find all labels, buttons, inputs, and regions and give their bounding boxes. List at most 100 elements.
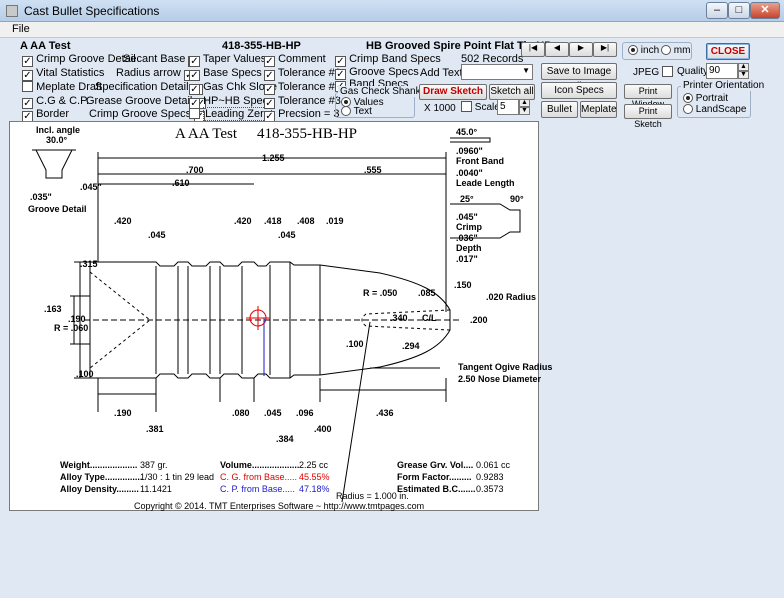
quality-label: Quality <box>677 66 709 77</box>
close-window-button[interactable]: ✕ <box>750 2 780 19</box>
first-record-button[interactable]: |◀ <box>521 42 545 57</box>
add-text-combo[interactable]: ▼ <box>461 64 533 80</box>
last-record-button[interactable]: ▶| <box>593 42 617 57</box>
icon-specs-button[interactable]: Icon Specs <box>541 82 617 99</box>
maximize-button[interactable]: □ <box>728 2 750 19</box>
d045a-label: .045" <box>80 182 102 192</box>
prev-record-button[interactable]: ◀ <box>545 42 569 57</box>
dim-340: .340 <box>390 313 408 323</box>
checkbox[interactable] <box>461 101 472 112</box>
radio-button[interactable] <box>661 45 671 55</box>
front-band-value: .0960" <box>456 146 483 156</box>
x1000-label: X 1000 <box>424 103 456 114</box>
checkbox[interactable]: ✓ <box>22 56 33 67</box>
checkbox[interactable] <box>661 66 673 77</box>
check-taper-values[interactable]: ✓ Taper Values <box>189 53 267 67</box>
checkbox[interactable]: ✓ <box>22 70 33 81</box>
dim-200: .200 <box>470 315 488 325</box>
close-button[interactable]: CLOSE <box>706 43 750 60</box>
radio-landscape[interactable]: LandScape <box>683 104 746 115</box>
check-meplate-draft[interactable]: Meplate Draft <box>22 81 102 93</box>
radio-button[interactable] <box>683 104 693 114</box>
check-tolerance-3[interactable]: ✓ Tolerance #3 <box>264 95 341 109</box>
radio-button[interactable] <box>341 106 351 116</box>
record-count: 502 Records <box>461 53 524 65</box>
checkbox[interactable]: ✓ <box>189 84 200 95</box>
quality-down-icon[interactable]: ▼ <box>738 71 749 79</box>
gas-check-shank-title: Gas Check Shank <box>338 86 423 97</box>
copyright-text: Copyright © 2014. TMT Enterprises Softwa… <box>134 501 425 511</box>
check-precision[interactable]: ✓ Precsion = 3 <box>264 108 340 122</box>
bullet-button[interactable]: Bullet <box>541 101 578 118</box>
radio-inch[interactable]: inch <box>628 45 659 56</box>
dim-1255: 1.255 <box>262 153 285 163</box>
radio-text[interactable]: Text <box>341 106 372 117</box>
check-tolerance-1[interactable]: ✓ Tolerance #1 <box>264 67 341 81</box>
form-factor-value: 0.9283 <box>476 472 504 482</box>
check-secant-base[interactable]: Secant Base ✓ <box>123 53 200 67</box>
check-crimp-groove-specs[interactable]: Crimp Groove Specs ✓ <box>89 108 206 122</box>
scale-input[interactable]: 5 <box>497 99 519 115</box>
draw-sketch-button[interactable]: Draw Sketch <box>419 84 487 100</box>
minimize-button[interactable]: – <box>706 2 728 19</box>
quality-input[interactable]: 90 <box>706 63 738 79</box>
check-crimp-band-specs[interactable]: ✓ Crimp Band Specs <box>335 53 441 67</box>
sketch-all-button[interactable]: Sketch all <box>489 84 535 100</box>
radio-portrait[interactable]: Portrait <box>683 93 728 104</box>
leade-value: .0040" <box>456 168 483 178</box>
print-window-button[interactable]: Print Window <box>624 84 672 109</box>
check-jpeg[interactable]: JPEG <box>633 66 673 78</box>
check-base-specs[interactable]: ✓ Base Specs <box>189 67 262 81</box>
menu-bar: File <box>0 22 784 38</box>
check-specification-detail[interactable]: Specification Detail ✓ <box>95 81 203 95</box>
grease-volume-value: 0.061 cc <box>476 460 511 470</box>
checkbox[interactable]: ✓ <box>189 70 200 81</box>
radio-mm[interactable]: mm <box>661 45 690 56</box>
sketch-title-mold: 418-355-HB-HP <box>257 126 357 142</box>
check-scale[interactable]: Scale <box>461 101 500 113</box>
cg-label: C. G. from Base..... <box>220 472 298 482</box>
cp-value: 47.18% <box>299 484 330 494</box>
radio-button[interactable] <box>628 45 638 55</box>
checkbox[interactable]: ✓ <box>264 70 275 81</box>
scale-up-icon[interactable]: ▲ <box>519 99 530 107</box>
volume-value: 2.25 cc <box>299 460 329 470</box>
radius-060: R = .060 <box>54 323 89 333</box>
checkbox[interactable] <box>189 108 200 119</box>
volume-label: Volume................... <box>220 460 300 470</box>
check-tolerance-2[interactable]: ✓ Tolerance #2 <box>264 81 341 95</box>
scale-down-icon[interactable]: ▼ <box>519 107 530 115</box>
check-crimp-groove-detail[interactable]: ✓ Crimp Groove Detail <box>22 53 136 67</box>
check-hp-hb-specs[interactable]: ✓ HP~HB Specs <box>189 95 274 109</box>
dim-045b: .045 <box>148 230 166 240</box>
check-border[interactable]: ✓ Border <box>22 108 70 122</box>
dim-080: .080 <box>232 408 250 418</box>
checkbox[interactable]: ✓ <box>189 56 200 67</box>
printer-orientation-title: Printer Orientation <box>681 80 767 91</box>
radio-button[interactable] <box>683 93 693 103</box>
dim-420a: .420 <box>114 216 132 226</box>
check-radius-arrow[interactable]: Radius arrow ✓ <box>116 67 195 81</box>
print-sketch-button[interactable]: Print Sketch <box>624 104 672 129</box>
bc-label: Estimated B.C....... <box>397 484 476 494</box>
dim-381: .381 <box>146 424 164 434</box>
meplate-button[interactable]: Meplate <box>580 101 617 118</box>
check-vital-statistics[interactable]: ✓ Vital Statistics <box>22 67 105 81</box>
dim-384: .384 <box>276 434 294 444</box>
density-label: Alloy Density......... <box>60 484 139 494</box>
quality-up-icon[interactable]: ▲ <box>738 63 749 71</box>
checkbox[interactable]: ✓ <box>264 84 275 95</box>
hollow-base-outline <box>89 271 151 369</box>
groove-detail-outline <box>35 149 73 179</box>
check-groove-specs[interactable]: ✓ Groove Specs <box>335 66 419 80</box>
check-leading-zero[interactable]: Leading Zero <box>189 107 272 121</box>
check-cg-cp[interactable]: ✓ C.G & C.P. <box>22 95 90 109</box>
checkbox[interactable] <box>22 81 33 92</box>
save-image-button[interactable]: Save to Image File <box>541 63 617 92</box>
hollow-point-outline <box>361 309 451 331</box>
check-gas-chk-slope[interactable]: ✓ Gas Chk Slope <box>189 81 278 95</box>
check-comment[interactable]: ✓ Comment <box>264 53 326 67</box>
checkbox[interactable]: ✓ <box>264 56 275 67</box>
next-record-button[interactable]: ▶ <box>569 42 593 57</box>
menu-file[interactable]: File <box>12 23 30 35</box>
